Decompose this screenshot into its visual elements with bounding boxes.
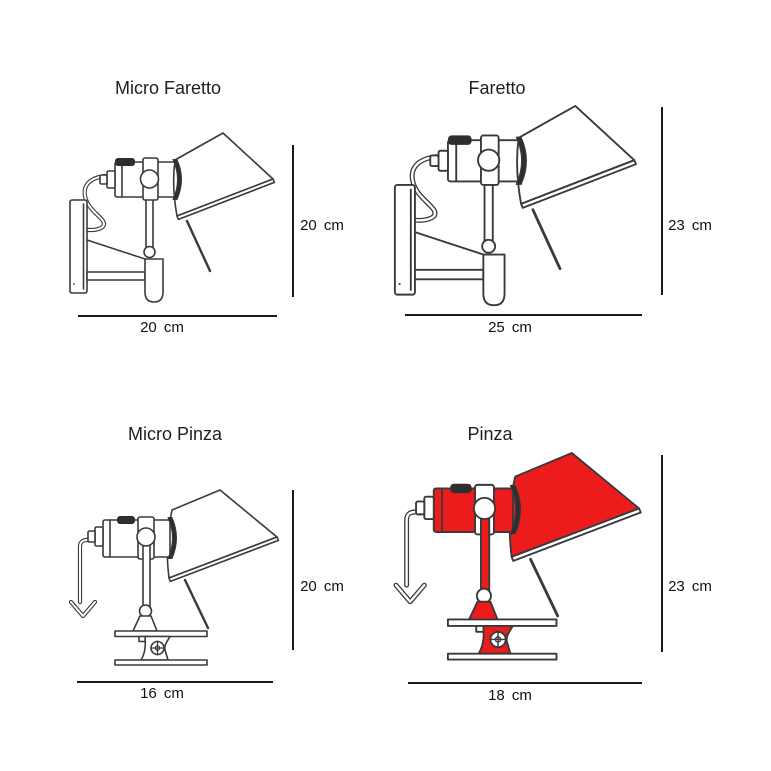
lamp-title-micro-faretto: Micro Faretto [114, 78, 222, 98]
width-dimension-line [77, 681, 273, 683]
width-dimension-line [405, 314, 642, 316]
width-dimension-line [78, 315, 277, 317]
height-dimension-label: 20 cm [300, 578, 344, 595]
height-dimension-label: 23 cm [668, 578, 712, 595]
width-dimension-label: 25 cm [488, 319, 532, 336]
width-dimension-line [408, 682, 642, 684]
lamp-title-pinza: Pinza [467, 424, 513, 444]
lamp-title-faretto: Faretto [468, 78, 526, 98]
height-dimension-line [292, 145, 294, 297]
height-dimension-line [292, 490, 294, 650]
lamp-drawing-micro-pinza [60, 485, 282, 667]
height-dimension-line [661, 455, 663, 652]
lamp-drawing-pinza [383, 447, 645, 662]
height-dimension-line [661, 107, 663, 295]
width-dimension-label: 20 cm [140, 319, 184, 336]
lamp-drawing-micro-faretto [65, 128, 277, 306]
width-dimension-label: 16 cm [140, 685, 184, 702]
lamp-drawing-faretto [389, 100, 639, 310]
height-dimension-label: 23 cm [668, 217, 712, 234]
width-dimension-label: 18 cm [488, 687, 532, 704]
height-dimension-label: 20 cm [300, 217, 344, 234]
lamp-title-micro-pinza: Micro Pinza [127, 424, 223, 444]
